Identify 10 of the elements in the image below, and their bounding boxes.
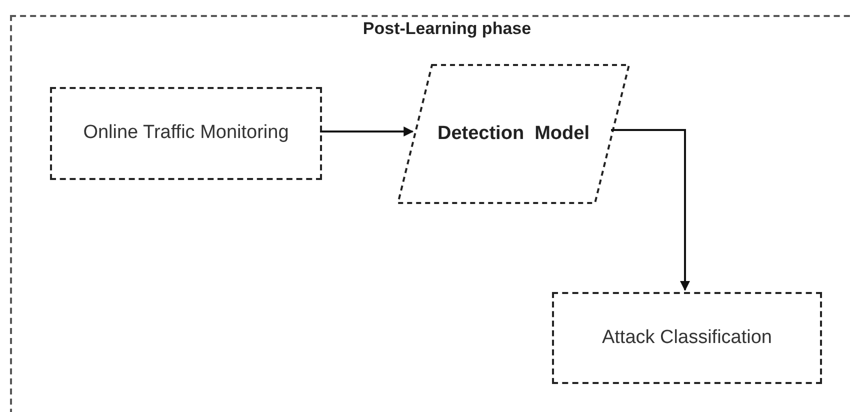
box-label: Attack Classification xyxy=(602,326,772,350)
process-box xyxy=(552,292,822,384)
arrow xyxy=(611,129,690,291)
process-box xyxy=(50,87,322,180)
phase-title: Post-Learning phase xyxy=(362,19,532,39)
phase-container xyxy=(10,15,850,412)
arrow xyxy=(320,126,414,136)
shape-label: Detection Model xyxy=(437,122,590,146)
data-parallelogram xyxy=(397,64,630,204)
box-label: Online Traffic Monitoring xyxy=(83,121,289,146)
